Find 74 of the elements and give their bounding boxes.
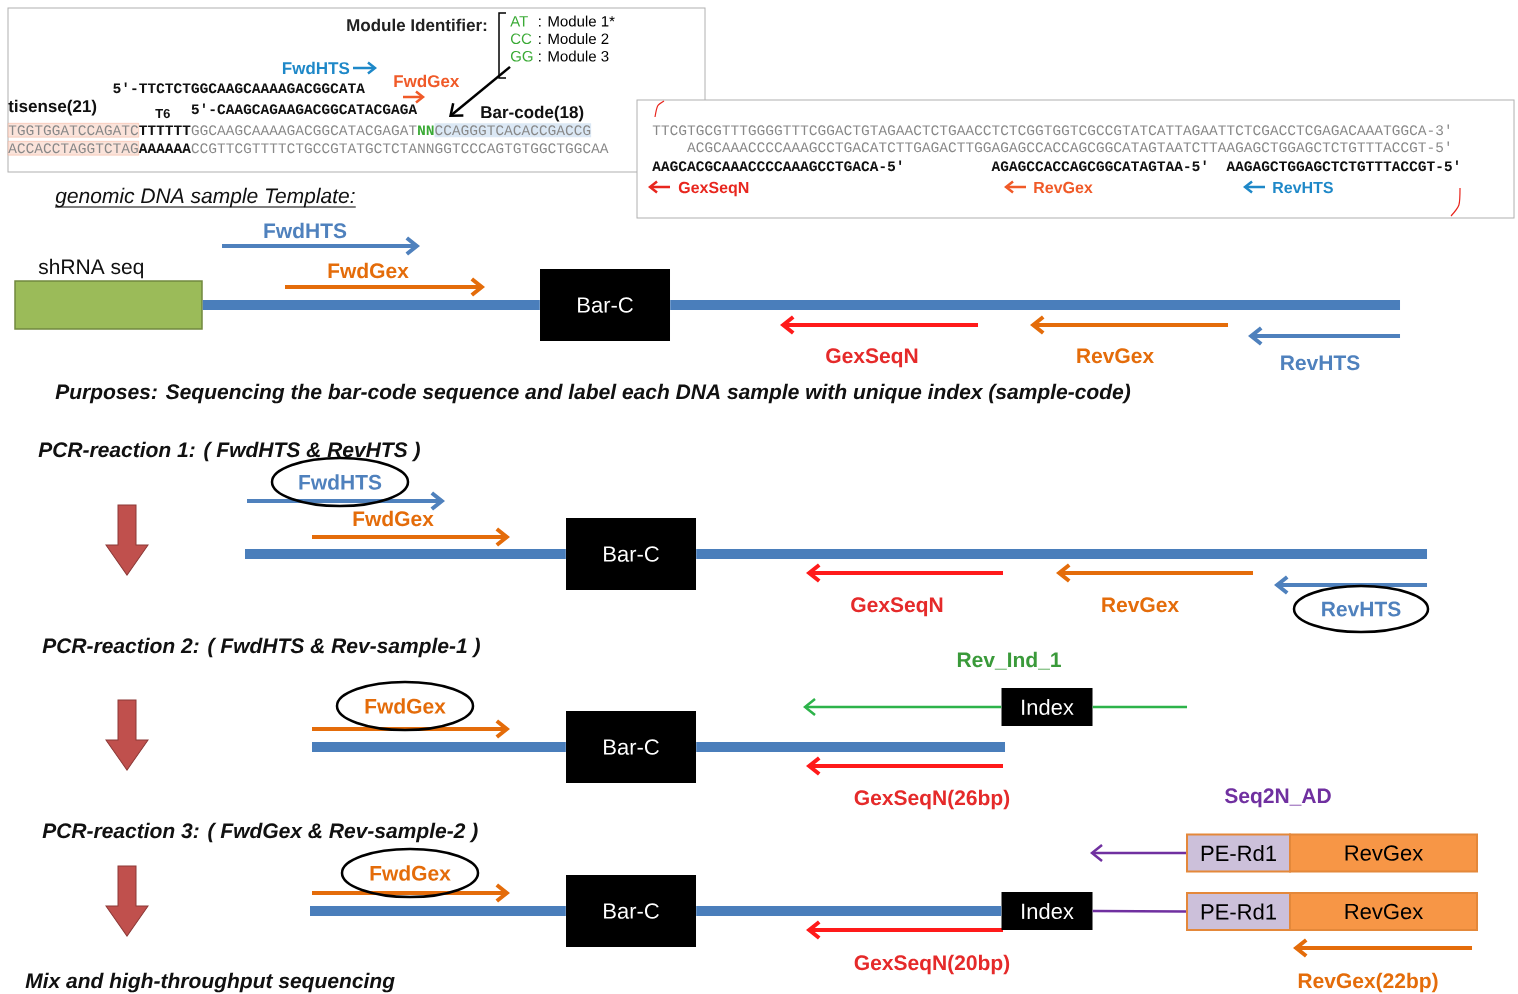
sequence-text: 5′-CAAGCAGAAGACGGCATACGAGA xyxy=(191,103,418,115)
heading-text: Module Identifier: xyxy=(347,18,487,32)
section-heading: genomic DNA sample Template: xyxy=(54,187,357,208)
primer-label: GexSeqN xyxy=(851,597,943,617)
dna-strand xyxy=(310,906,566,916)
primer-label: RevGex xyxy=(1034,181,1093,194)
dna-strand xyxy=(696,906,1002,916)
module-name: : Module 3 xyxy=(539,50,609,62)
module-code: AT xyxy=(510,16,528,27)
barcode-box: Bar-C xyxy=(566,711,696,783)
connector-line xyxy=(1092,909,1186,913)
primer-label: FwdHTS xyxy=(264,222,347,239)
primer-label: GexSeqN(20bp) xyxy=(854,954,1010,975)
region-label: T6 xyxy=(155,108,170,119)
adapter-box: PE-Rd1 xyxy=(1186,892,1291,931)
box-heading: shRNA seq xyxy=(38,258,144,279)
primer-label: RevHTS xyxy=(1281,355,1360,371)
primer-box: RevGex xyxy=(1289,833,1478,873)
index-box: Index xyxy=(1001,688,1093,726)
sequence-text: CCAGGGTCACACCGACCG xyxy=(434,123,592,138)
sequence-text: ACGCAAACCCCAAAGCCTGACATCTTGAGACTTGGAGAGCCACCAGCGGCATAGTAATCTTAAGAGCTGGAGCTCTGTTTACCGT-5′ xyxy=(687,141,1450,153)
sequence-text: AAAAAA xyxy=(138,143,191,153)
sequence-text: NN xyxy=(418,125,434,135)
primer-label: FwdGex xyxy=(394,74,460,88)
primer-label: GexSeqN(26bp) xyxy=(854,789,1010,810)
primer-label: Seq2N_AD xyxy=(1224,788,1331,808)
module-code: CC xyxy=(510,33,532,45)
primer-label: RevGex xyxy=(1102,597,1179,613)
circled-label: FwdGex xyxy=(335,680,475,732)
sequence-text: CCGTTCGTTTTCTGCCGTATGCTCTANNGGTCCCAGTGTGGCTGGCAA xyxy=(191,143,609,154)
primer-label: RevGex xyxy=(1077,348,1154,364)
primer-label: GexSeqN xyxy=(678,181,749,197)
sequence-text: AAGAGCTGGAGCTCTGTTTACCGT-5′ xyxy=(1226,160,1458,172)
circled-label: RevHTS xyxy=(1292,584,1430,634)
dna-strand xyxy=(696,742,1005,752)
arrow xyxy=(803,698,1002,716)
barcode-box: Bar-C xyxy=(566,518,696,590)
circled-label: FwdGex xyxy=(340,847,480,899)
barcode-box: Bar-C xyxy=(540,269,670,341)
caption-text: Purposes: Sequencing the bar-code sequence and label each DNA sample with unique index (sample-code) xyxy=(55,383,1131,404)
region-label: Bar-code(18) xyxy=(481,105,584,122)
dna-strand xyxy=(670,300,1400,310)
primer-label: FwdGex xyxy=(353,510,434,527)
dna-strand xyxy=(245,549,566,559)
primer-label: GexSeqN xyxy=(826,348,918,368)
arrow xyxy=(1090,844,1186,862)
sequence-text: 5′-TTCTCTGGCAAGCAAAAGACGGCATA xyxy=(113,82,365,94)
sequence-text: TGGTGGATCCAGATC xyxy=(8,123,139,138)
arrow xyxy=(449,65,511,117)
caption-text: Mix and high-throughput sequencing xyxy=(25,972,395,993)
barcode-box: Bar-C xyxy=(566,875,696,947)
region-label: tisense(21) xyxy=(8,99,97,116)
primer-label: RevHTS xyxy=(1273,181,1333,194)
primer-box: RevGex xyxy=(1289,892,1478,931)
sequence-text: TTTTTT xyxy=(139,125,191,135)
connector-line xyxy=(1092,705,1187,709)
module-code: GG xyxy=(510,51,533,62)
sequence-text: TTCGTGCGTTTGGGGTTTCGGACTGTAGAACTCTGAACCTCTCGGTGGTCGCCGTATCATTAGAATTCTCGACCTCGAGACAAATGGCA-3′ xyxy=(652,124,1450,136)
sequence-text: ACCACCTAGGTCTAG xyxy=(8,141,139,156)
index-box: Index xyxy=(1001,892,1093,930)
module-name: : Module 1* xyxy=(539,15,615,27)
sequence-text: AAGCACGCAAACCCCAAAGCCTGACA-5′ xyxy=(652,160,902,172)
dna-strand xyxy=(312,742,566,752)
sequence-text: GGCAAGCAAAAGACGGCATACGAGAT xyxy=(191,125,417,136)
primer-label: RevGex(22bp) xyxy=(1298,972,1438,993)
sequence-text: AGAGCCACCAGCGGCATAGTAA-5′ xyxy=(991,160,1206,172)
dna-strand xyxy=(202,300,540,310)
section-heading: PCR-reaction 2: ( FwdHTS & Rev-sample-1 ) xyxy=(42,637,480,658)
primer-label: FwdGex xyxy=(328,262,409,279)
dna-strand xyxy=(696,549,1427,559)
adapter-box: PE-Rd1 xyxy=(1186,833,1291,873)
module-name: : Module 2 xyxy=(539,33,609,45)
primer-label: Rev_Ind_1 xyxy=(957,651,1061,670)
primer-label: FwdHTS xyxy=(282,61,350,75)
